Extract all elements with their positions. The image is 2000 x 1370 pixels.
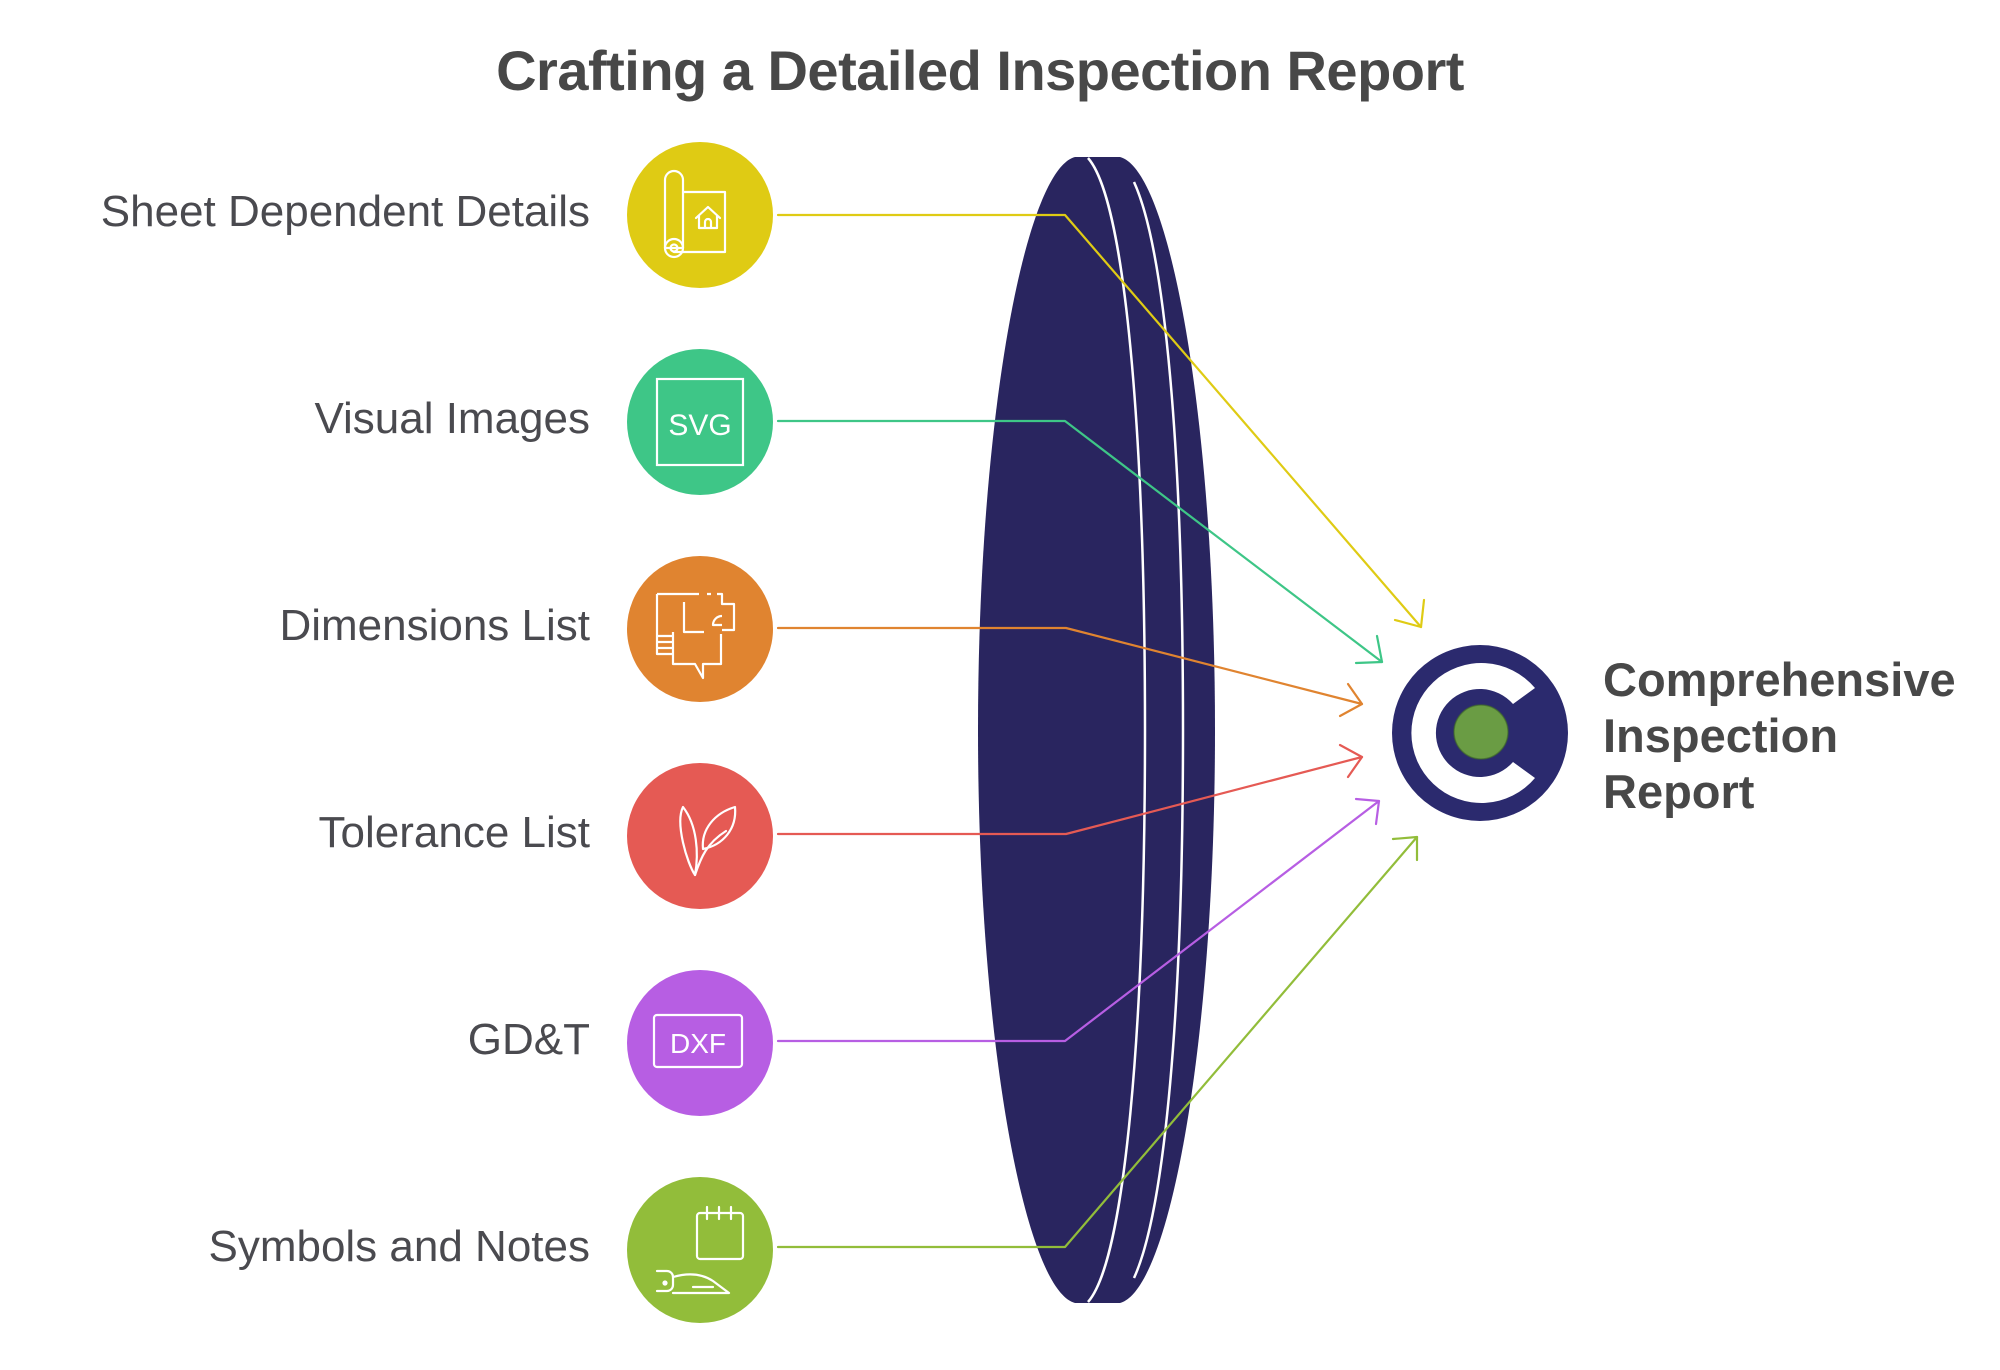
- connector-gdt: [776, 797, 1381, 1043]
- label-visual-images: Visual Images: [314, 394, 590, 443]
- node-symbols-and-notes: [627, 1177, 773, 1323]
- svg-file-icon: SVG: [655, 377, 745, 467]
- blueprint-house-icon: [663, 169, 727, 259]
- svg-text:SVG: SVG: [668, 409, 731, 442]
- node-dimensions-list: [627, 556, 773, 702]
- node-visual-images: SVG: [627, 349, 773, 495]
- diagram-title: Crafting a Detailed Inspection Report: [496, 39, 1464, 102]
- connector-sheet-dependent-details: [776, 213, 1426, 629]
- notepad-hand-icon: [655, 1205, 745, 1295]
- connector-dimensions-list: [776, 626, 1364, 718]
- focus-lens: [978, 157, 1215, 1303]
- connector-visual-images: [776, 419, 1384, 665]
- output-label-line-1: Comprehensive: [1603, 653, 1956, 706]
- node-gdt: DXF: [627, 970, 773, 1116]
- label-symbols-and-notes: Symbols and Notes: [208, 1222, 590, 1271]
- connector-tolerance-list: [776, 743, 1364, 836]
- output-label: Comprehensive Inspection Report: [1603, 652, 1956, 820]
- c-logo-icon: [1392, 645, 1568, 821]
- label-tolerance-list: Tolerance List: [318, 808, 590, 857]
- label-sheet-dependent-details: Sheet Dependent Details: [100, 187, 590, 236]
- svg-text:DXF: DXF: [670, 1028, 726, 1059]
- floor-plan-icon: [655, 592, 736, 680]
- label-gdt: GD&T: [467, 1015, 590, 1064]
- connector-symbols-and-notes: [776, 835, 1419, 1249]
- label-dimensions-list: Dimensions List: [279, 601, 590, 650]
- output-label-line-2: Inspection: [1603, 709, 1839, 762]
- node-tolerance-list: [627, 763, 773, 909]
- dxf-file-icon: DXF: [652, 1013, 744, 1069]
- output-label-line-3: Report: [1603, 765, 1755, 818]
- node-sheet-dependent-details: [627, 142, 773, 288]
- leaves-icon: [679, 805, 737, 877]
